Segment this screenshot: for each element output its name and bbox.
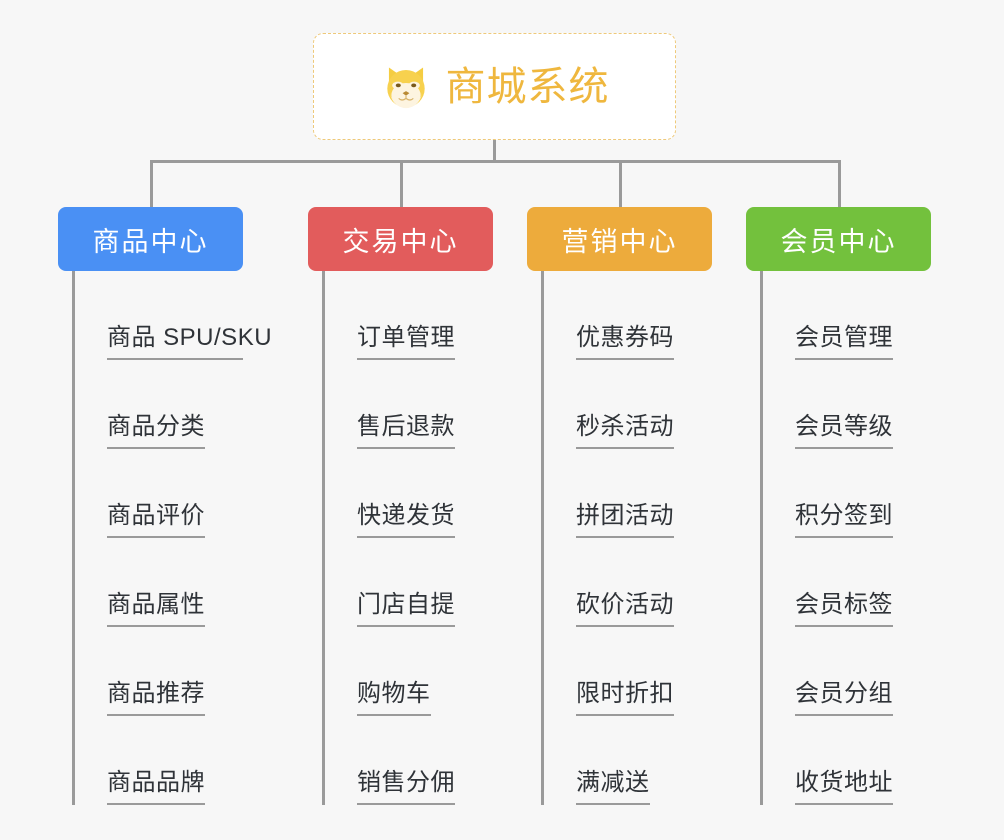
- list-item[interactable]: 优惠券码: [544, 271, 712, 360]
- list-item-label: 拼团活动: [576, 501, 674, 538]
- list-item-label: 商品属性: [107, 590, 205, 627]
- branch-items-trade-center: 订单管理 售后退款 快递发货 门店自提 购物车 销售分佣: [322, 271, 493, 805]
- list-item-label: 商品评价: [107, 501, 205, 538]
- branch-header-member-center[interactable]: 会员中心: [746, 207, 931, 271]
- list-item-label: 商品分类: [107, 412, 205, 449]
- list-item-label: 砍价活动: [576, 590, 674, 627]
- connector-drop-product-center: [150, 160, 153, 207]
- list-item-label: 会员标签: [795, 590, 893, 627]
- list-item[interactable]: 快递发货: [325, 449, 493, 538]
- root-node[interactable]: 商城系统: [313, 33, 676, 140]
- branch-header-marketing-center[interactable]: 营销中心: [527, 207, 712, 271]
- list-item[interactable]: 会员等级: [763, 360, 931, 449]
- branch-header-label: 营销中心: [561, 226, 678, 257]
- list-item-label: 会员分组: [795, 679, 893, 716]
- list-item-label: 满减送: [576, 768, 650, 805]
- list-item-label: 积分签到: [795, 501, 893, 538]
- list-item[interactable]: 秒杀活动: [544, 360, 712, 449]
- list-item-label: 门店自提: [357, 590, 455, 627]
- connector-drop-marketing-center: [619, 160, 622, 207]
- connector-drop-member-center: [838, 160, 841, 207]
- list-item[interactable]: 会员分组: [763, 627, 931, 716]
- branch-product-center: 商品中心 商品 SPU/SKU 商品分类 商品评价 商品属性 商品推荐 商品品牌: [58, 207, 272, 805]
- list-item[interactable]: 商品品牌: [75, 716, 243, 805]
- list-item-label: 快递发货: [357, 501, 455, 538]
- list-item[interactable]: 砍价活动: [544, 538, 712, 627]
- branch-header-label: 交易中心: [342, 226, 459, 257]
- list-item-label: 销售分佣: [357, 768, 455, 805]
- list-item[interactable]: 商品 SPU/SKU: [75, 271, 272, 360]
- branch-header-trade-center[interactable]: 交易中心: [308, 207, 493, 271]
- list-item[interactable]: 商品属性: [75, 538, 243, 627]
- list-item[interactable]: 商品分类: [75, 360, 243, 449]
- branch-items-marketing-center: 优惠券码 秒杀活动 拼团活动 砍价活动 限时折扣 满减送: [541, 271, 712, 805]
- branch-header-label: 商品中心: [92, 226, 209, 257]
- branch-header-label: 会员中心: [780, 226, 897, 257]
- list-item[interactable]: 收货地址: [763, 716, 931, 805]
- branch-header-product-center[interactable]: 商品中心: [58, 207, 243, 271]
- list-item[interactable]: 积分签到: [763, 449, 931, 538]
- list-item-label: 秒杀活动: [576, 412, 674, 449]
- list-item-label: 收货地址: [795, 768, 893, 805]
- root-title: 商城系统: [445, 64, 610, 109]
- list-item-label: 商品品牌: [107, 768, 205, 805]
- list-item[interactable]: 商品推荐: [75, 627, 243, 716]
- list-item[interactable]: 商品评价: [75, 449, 243, 538]
- branch-marketing-center: 营销中心 优惠券码 秒杀活动 拼团活动 砍价活动 限时折扣 满减送: [527, 207, 712, 805]
- list-item-label: 购物车: [357, 679, 431, 716]
- connector-drop-trade-center: [400, 160, 403, 207]
- list-item[interactable]: 订单管理: [325, 271, 493, 360]
- list-item-label: 限时折扣: [576, 679, 674, 716]
- list-item[interactable]: 拼团活动: [544, 449, 712, 538]
- list-item[interactable]: 会员管理: [763, 271, 931, 360]
- list-item-label: 订单管理: [357, 323, 455, 360]
- list-item[interactable]: 购物车: [325, 627, 493, 716]
- branch-items-member-center: 会员管理 会员等级 积分签到 会员标签 会员分组 收货地址: [760, 271, 931, 805]
- list-item[interactable]: 限时折扣: [544, 627, 712, 716]
- list-item-label: 优惠券码: [576, 323, 674, 360]
- list-item-label: 售后退款: [357, 412, 455, 449]
- list-item[interactable]: 会员标签: [763, 538, 931, 627]
- connector-bus: [150, 160, 838, 163]
- list-item[interactable]: 售后退款: [325, 360, 493, 449]
- list-item[interactable]: 销售分佣: [325, 716, 493, 805]
- list-item[interactable]: 满减送: [544, 716, 712, 805]
- branch-items-product-center: 商品 SPU/SKU 商品分类 商品评价 商品属性 商品推荐 商品品牌: [72, 271, 272, 805]
- list-item[interactable]: 门店自提: [325, 538, 493, 627]
- branch-member-center: 会员中心 会员管理 会员等级 积分签到 会员标签 会员分组 收货地址: [746, 207, 931, 805]
- branch-trade-center: 交易中心 订单管理 售后退款 快递发货 门店自提 购物车 销售分佣: [308, 207, 493, 805]
- list-item-label: 商品推荐: [107, 679, 205, 716]
- connector-root-stem: [493, 140, 496, 162]
- list-item-label: 会员等级: [795, 412, 893, 449]
- list-item-label: 商品 SPU/SKU: [107, 323, 272, 360]
- shiba-dog-icon: [386, 67, 425, 108]
- list-item-label: 会员管理: [795, 323, 893, 360]
